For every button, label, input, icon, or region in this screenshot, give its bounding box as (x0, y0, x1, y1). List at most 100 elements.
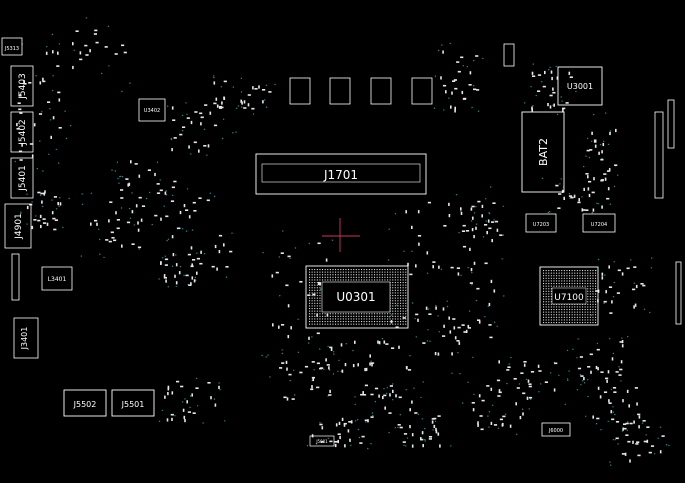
ball-pad (319, 308, 321, 310)
ball-pad (592, 272, 594, 274)
via (265, 84, 268, 87)
ball-pad (576, 275, 578, 277)
connector-j3401[interactable]: J3401 (13, 317, 39, 359)
connector-j5502[interactable]: J5502 (63, 389, 107, 417)
chip-u3001[interactable]: U3001 (557, 66, 603, 106)
component-l3401[interactable]: L3401 (41, 266, 73, 291)
ball-pad (561, 275, 563, 277)
pad (406, 366, 408, 370)
chip-u0301[interactable]: U0301 (305, 265, 409, 329)
ball-pad (319, 300, 321, 302)
connector-j5403[interactable]: J5403 (10, 65, 34, 107)
pad (606, 197, 610, 200)
pad (19, 112, 23, 114)
via (609, 203, 611, 205)
via (471, 272, 473, 274)
ball-pad (595, 316, 597, 318)
pad (334, 441, 338, 443)
via (657, 437, 659, 439)
ball-pad (337, 318, 339, 320)
pad (384, 406, 386, 410)
ball-pad (405, 318, 407, 320)
j3401-label: J3401 (20, 327, 29, 351)
ball-pad (402, 287, 404, 289)
ball-pad (543, 322, 545, 324)
via (49, 119, 52, 121)
pad (438, 265, 440, 269)
via (485, 198, 487, 200)
memory-chip-2[interactable] (329, 77, 351, 105)
pad (549, 105, 552, 109)
ball-pad (589, 301, 591, 303)
via (596, 342, 599, 345)
pad (190, 282, 192, 286)
pad (611, 418, 615, 421)
pad (556, 76, 559, 80)
chip-u7203[interactable]: U7203 (525, 213, 557, 233)
ball-pad (550, 314, 552, 316)
via (80, 255, 83, 257)
pad (469, 71, 472, 75)
via (540, 383, 542, 385)
via (39, 194, 42, 196)
chip-u7100[interactable]: U7100 (539, 266, 599, 326)
pad (428, 313, 432, 315)
ball-pad (582, 314, 584, 316)
pad (622, 427, 624, 431)
pad (409, 408, 411, 412)
via (64, 110, 66, 112)
pad (442, 84, 447, 87)
pad (428, 436, 433, 438)
connector-j5313[interactable]: J5313 (1, 37, 23, 56)
memory-chip-1[interactable] (289, 77, 311, 105)
ball-pad (316, 308, 318, 310)
connector-j5501[interactable]: J5501 (111, 389, 155, 417)
pad (350, 420, 353, 424)
connector-j1701[interactable]: J1701 (255, 153, 427, 195)
ball-pad (314, 271, 316, 273)
pad (317, 281, 320, 286)
ball-pad (314, 302, 316, 304)
ball-pad (556, 319, 558, 321)
via (643, 308, 646, 310)
ball-pad (543, 272, 545, 274)
connector-j5401[interactable]: J5401 (10, 157, 34, 199)
pad (478, 320, 481, 324)
pad (515, 402, 517, 406)
connector-j5001[interactable]: J5001 (309, 435, 335, 447)
memory-chip-4[interactable] (411, 77, 433, 105)
connector-j6000[interactable]: J6000 (541, 422, 571, 437)
ball-pad (374, 279, 376, 281)
chip-u3402[interactable]: U3402 (138, 98, 166, 122)
pad (369, 354, 371, 358)
ball-pad (550, 272, 552, 274)
ball-pad (545, 301, 547, 303)
connector-j5402[interactable]: J5402 (10, 111, 34, 153)
battery-bat2[interactable]: BAT2 (521, 111, 565, 193)
via (31, 201, 33, 203)
ball-pad (379, 318, 381, 320)
ball-pad (342, 323, 344, 325)
via (167, 105, 169, 107)
pad (547, 103, 549, 107)
pad (476, 287, 480, 290)
via (576, 389, 579, 391)
via (265, 106, 268, 108)
ball-pad (569, 270, 571, 272)
ball-pad (587, 311, 589, 313)
ball-pad (569, 322, 571, 324)
ball-pad (311, 282, 313, 284)
via (240, 91, 243, 93)
memory-chip-3[interactable] (370, 77, 392, 105)
pad (420, 438, 424, 441)
ball-pad (566, 277, 568, 279)
chip-u7204[interactable]: U7204 (582, 213, 616, 233)
connector-j4901[interactable]: J4901 (4, 203, 32, 249)
pad (443, 225, 447, 227)
pad (475, 226, 477, 230)
pad (642, 284, 646, 287)
via (424, 427, 426, 430)
via (641, 422, 644, 424)
ball-pad (405, 284, 407, 286)
pad (382, 395, 384, 400)
